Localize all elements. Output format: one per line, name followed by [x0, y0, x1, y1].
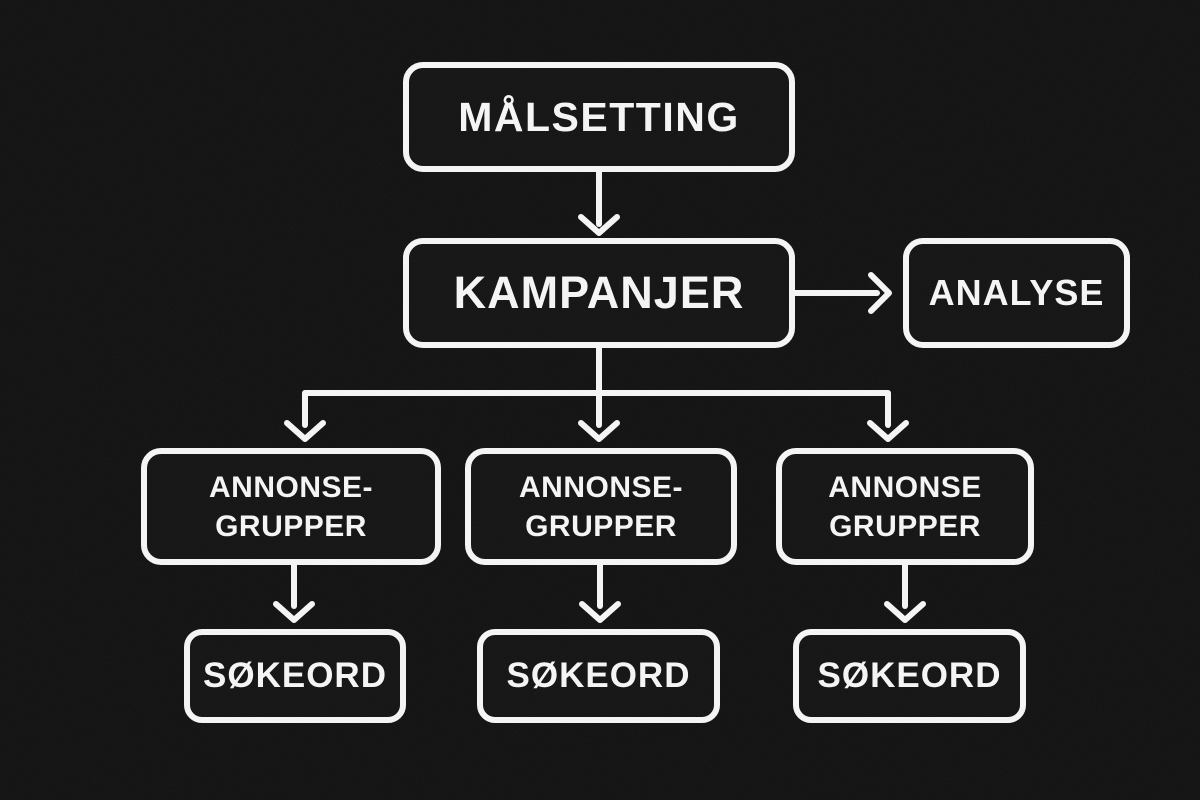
- node-malsetting: MÅLSETTING: [403, 62, 795, 172]
- node-sokeord-1-label: SØKEORD: [203, 656, 387, 695]
- node-kampanjer-label: KAMPANJER: [453, 267, 745, 318]
- node-annonsegrupper-1: ANNONSE- GRUPPER: [141, 448, 441, 565]
- node-annonsegrupper-1-label-line2: GRUPPER: [215, 509, 367, 543]
- node-annonsegrupper-2-label-line1: ANNONSE-: [518, 470, 683, 504]
- branch-kampanjer-annonsegrupper: [284, 345, 909, 442]
- node-analyse-label: ANALYSE: [928, 272, 1105, 313]
- node-sokeord-3-label: SØKEORD: [817, 656, 1002, 695]
- node-sokeord-2: SØKEORD: [477, 629, 720, 723]
- node-annonsegrupper-3-label-line1: ANNONSE: [828, 470, 982, 504]
- node-annonsegrupper-3-label-line2: GRUPPER: [829, 509, 981, 543]
- arrow-malsetting-kampanjer: [578, 169, 620, 236]
- node-annonsegrupper-1-label-line1: ANNONSE-: [208, 470, 373, 504]
- arrow-kampanjer-analyse: [792, 272, 892, 314]
- node-malsetting-label: MÅLSETTING: [458, 93, 740, 140]
- node-kampanjer: KAMPANJER: [403, 238, 795, 348]
- node-annonsegrupper-2: ANNONSE- GRUPPER: [465, 448, 737, 565]
- arrow-annonsegrupper-2-sokeord-2: [579, 559, 621, 623]
- node-sokeord-2-label: SØKEORD: [506, 656, 691, 695]
- node-sokeord-1: SØKEORD: [184, 629, 406, 723]
- arrow-annonsegrupper-3-sokeord-3: [884, 559, 926, 623]
- node-annonsegrupper-3: ANNONSE GRUPPER: [776, 448, 1034, 565]
- arrow-annonsegrupper-1-sokeord-1: [273, 559, 315, 623]
- node-analyse: ANALYSE: [903, 238, 1130, 348]
- node-sokeord-3: SØKEORD: [793, 629, 1026, 723]
- node-annonsegrupper-2-label-line2: GRUPPER: [525, 509, 677, 543]
